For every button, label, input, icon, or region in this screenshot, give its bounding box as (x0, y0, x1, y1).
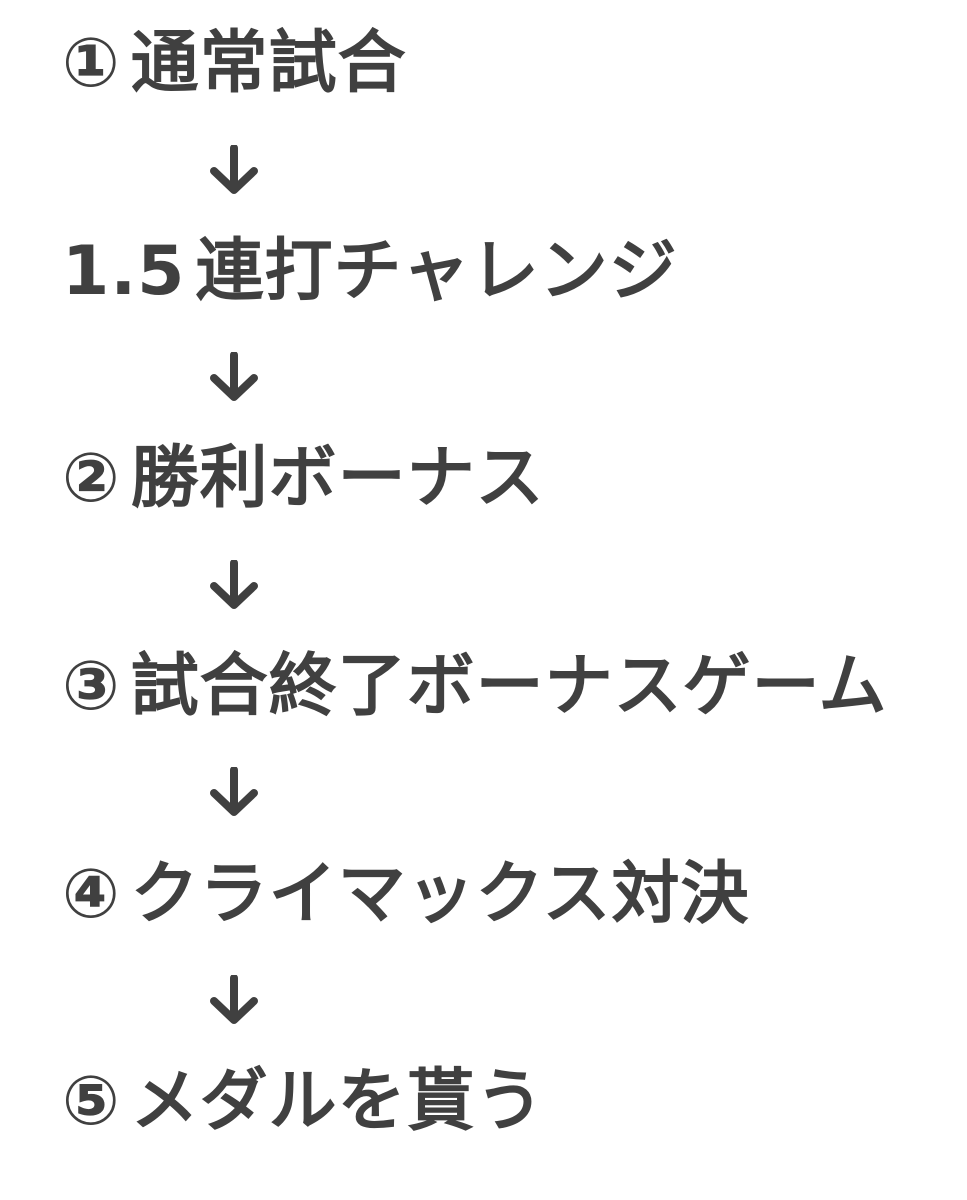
step-label: メダルを貰う (130, 1062, 545, 1141)
step-marker: ② (62, 439, 121, 518)
step-marker: ③ (62, 647, 121, 726)
step-marker: ① (62, 24, 121, 103)
step-label: 試合終了ボーナスゲーム (130, 647, 888, 726)
arrow-down-icon (206, 145, 262, 195)
arrow-down-icon (206, 767, 262, 817)
step-label: 連打チャレンジ (195, 232, 678, 311)
arrow-down-icon (206, 975, 262, 1025)
arrow-down-icon (206, 352, 262, 402)
step-marker: ⑤ (62, 1062, 121, 1141)
arrow-down-icon (206, 560, 262, 610)
step-label: 通常試合 (130, 24, 407, 103)
step-marker: 1.5 (62, 232, 186, 311)
step-label: 勝利ボーナス (130, 439, 545, 518)
step-marker: ④ (62, 855, 121, 934)
step-label: クライマックス対決 (130, 855, 750, 934)
